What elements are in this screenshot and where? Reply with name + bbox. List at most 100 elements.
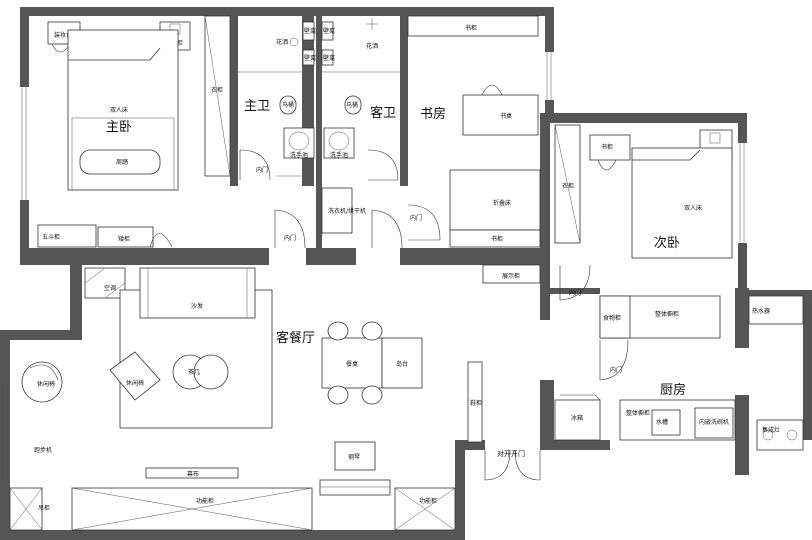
svg-text:内嵌洗碗机: 内嵌洗碗机 bbox=[699, 418, 729, 426]
guest-bath: 花洒 壁龛 壁龛 客卫 马桶 洗手池 洗衣机/烘干机 bbox=[321, 18, 400, 234]
leisure-area: 休闲椅 跑步机 吊柜 bbox=[9, 361, 63, 531]
svg-text:岛台: 岛台 bbox=[396, 360, 408, 368]
svg-text:周踏: 周踏 bbox=[116, 158, 128, 166]
walls bbox=[0, 7, 812, 540]
svg-text:空调: 空调 bbox=[104, 284, 116, 292]
svg-text:内门: 内门 bbox=[256, 166, 268, 174]
svg-text:洗手池: 洗手池 bbox=[290, 151, 308, 159]
low-cabinet bbox=[97, 226, 154, 248]
svg-text:集成灶: 集成灶 bbox=[762, 426, 780, 434]
svg-text:五斗柜: 五斗柜 bbox=[42, 233, 60, 241]
study-desk bbox=[462, 94, 539, 136]
svg-text:冰箱: 冰箱 bbox=[571, 414, 583, 422]
svg-text:餐桌: 餐桌 bbox=[346, 360, 358, 368]
svg-text:内门: 内门 bbox=[569, 289, 581, 297]
master-toilet bbox=[279, 95, 297, 115]
leisure-chair-1 bbox=[109, 351, 161, 401]
svg-text:书桌: 书桌 bbox=[500, 112, 512, 120]
sink bbox=[651, 409, 681, 436]
room-master-bedroom: 主卧 bbox=[106, 120, 132, 135]
svg-text:内门: 内门 bbox=[410, 214, 422, 222]
svg-text:衣柜: 衣柜 bbox=[211, 86, 223, 94]
svg-text:茶几: 茶几 bbox=[188, 368, 200, 376]
niche bbox=[302, 21, 315, 41]
food-cabinet bbox=[599, 295, 631, 339]
svg-text:水槽: 水槽 bbox=[656, 418, 668, 426]
svg-text:矮柜: 矮柜 bbox=[118, 235, 130, 243]
svg-text:折叠床: 折叠床 bbox=[493, 199, 511, 207]
svg-text:热水器: 热水器 bbox=[752, 307, 770, 315]
svg-text:书柜: 书柜 bbox=[491, 235, 503, 243]
svg-text:幕布: 幕布 bbox=[187, 470, 199, 478]
fridge bbox=[554, 399, 601, 441]
second-bedroom: 衣柜 书柜 床头柜 双人床 次卧 展示柜 内门 bbox=[482, 124, 733, 301]
room-kitchen: 厨房 bbox=[660, 382, 686, 398]
svg-text:沙发: 沙发 bbox=[191, 302, 203, 310]
svg-text:功能柜: 功能柜 bbox=[419, 497, 437, 505]
svg-text:花洒: 花洒 bbox=[276, 38, 288, 46]
guest-toilet bbox=[344, 95, 362, 115]
washer bbox=[321, 187, 353, 234]
svg-text:休闲椅: 休闲椅 bbox=[37, 380, 55, 388]
svg-text:马桶: 马桶 bbox=[346, 101, 358, 109]
svg-text:鞋柜: 鞋柜 bbox=[470, 399, 482, 407]
folding-bed bbox=[449, 169, 541, 231]
svg-text:吊柜: 吊柜 bbox=[38, 504, 50, 512]
shoe-cabinet bbox=[467, 361, 483, 443]
screen bbox=[145, 467, 239, 479]
svg-text:整体橱柜: 整体橱柜 bbox=[655, 310, 679, 318]
five-drawer bbox=[37, 224, 97, 248]
display-cabinet bbox=[482, 264, 541, 284]
svg-text:内门: 内门 bbox=[610, 366, 622, 374]
svg-text:双人床: 双人床 bbox=[110, 106, 128, 114]
svg-text:马桶: 马桶 bbox=[282, 101, 294, 109]
svg-text:壁龛: 壁龛 bbox=[323, 27, 335, 35]
kitchen: 整体橱柜 食物柜 热水器 厨房 冰箱 整体橱柜 水槽 内嵌洗碗机 集成灶 内门 bbox=[554, 295, 804, 451]
second-double-bed bbox=[631, 147, 733, 259]
air-conditioner bbox=[84, 267, 126, 299]
svg-text:书柜: 书柜 bbox=[601, 143, 613, 151]
svg-text:对开开门: 对开开门 bbox=[497, 449, 525, 458]
svg-text:内门: 内门 bbox=[284, 234, 296, 242]
svg-text:花洒: 花洒 bbox=[366, 42, 378, 50]
svg-text:壁龛: 壁龛 bbox=[304, 54, 316, 62]
room-master-bath: 主卫 bbox=[244, 99, 270, 114]
study-bookshelf bbox=[407, 15, 539, 37]
svg-text:壁龛: 壁龛 bbox=[304, 27, 316, 35]
master-bath: 花洒 壁龛 壁龛 主卫 马桶 洗手池 内门 bbox=[238, 21, 316, 181]
svg-text:食物柜: 食物柜 bbox=[603, 314, 621, 322]
svg-text:整体橱柜: 整体橱柜 bbox=[626, 409, 650, 417]
svg-text:双人床: 双人床 bbox=[684, 204, 702, 212]
living-dining: 空调 沙发 休闲椅 茶几 客餐厅 餐桌 岛台 鞋柜 钢琴 幕布 功能柜 bbox=[71, 209, 483, 531]
svg-text:展示柜: 展示柜 bbox=[502, 272, 520, 280]
room-guest-bath: 客卫 bbox=[370, 105, 396, 121]
bench bbox=[79, 149, 161, 175]
study: 书柜 书房 书桌 折叠床 书柜 内门 bbox=[407, 15, 541, 248]
svg-text:功能柜: 功能柜 bbox=[196, 497, 214, 505]
svg-text:装妆台: 装妆台 bbox=[54, 31, 72, 39]
piano-keys bbox=[319, 479, 391, 496]
room-study: 书房 bbox=[420, 106, 446, 122]
svg-text:衣柜: 衣柜 bbox=[562, 182, 574, 190]
second-desk bbox=[589, 134, 631, 161]
entrance: 对开开门 bbox=[484, 449, 541, 481]
svg-text:休闲椅: 休闲椅 bbox=[126, 379, 144, 387]
svg-text:洗手池: 洗手池 bbox=[330, 151, 348, 159]
room-living-dining: 客餐厅 bbox=[276, 330, 315, 346]
sofa bbox=[139, 267, 256, 319]
piano bbox=[334, 441, 376, 471]
svg-text:书柜: 书柜 bbox=[465, 24, 477, 32]
water-heater bbox=[748, 295, 804, 325]
svg-text:钢琴: 钢琴 bbox=[348, 453, 360, 461]
room-second-bedroom: 次卧 bbox=[654, 235, 680, 251]
svg-text:壁龛: 壁龛 bbox=[323, 54, 335, 62]
windows bbox=[2, 52, 810, 480]
master-bedroom: 装妆台 床头柜 双人床 主卧 周踏 衣柜 五斗柜 矮柜 bbox=[37, 15, 231, 248]
island bbox=[381, 337, 423, 389]
stove bbox=[756, 419, 804, 451]
svg-text:洗衣机/烘干机: 洗衣机/烘干机 bbox=[328, 207, 366, 215]
dishwasher bbox=[694, 407, 734, 439]
leisure-chair-2 bbox=[21, 361, 63, 403]
svg-text:跑步机: 跑步机 bbox=[34, 446, 52, 454]
